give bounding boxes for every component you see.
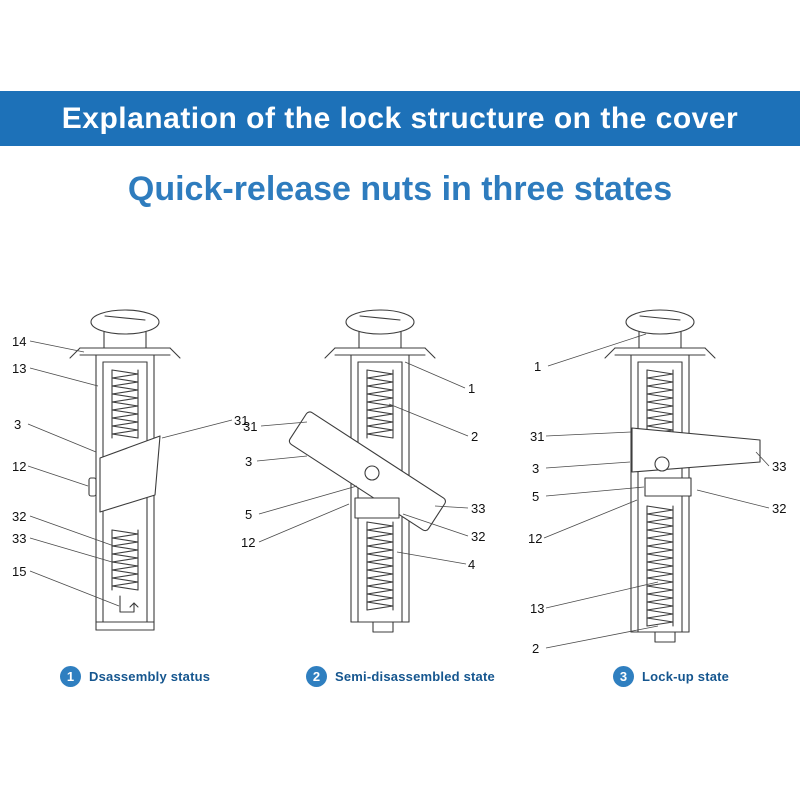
callout-label: 14 — [12, 334, 26, 349]
figure-semi-disassembled-state: 31 3 5 12 1 2 33 32 4 — [241, 309, 485, 633]
threads-lower — [111, 529, 139, 591]
screw-slot — [359, 315, 401, 321]
leader-lines — [543, 333, 770, 649]
callout-label: 13 — [530, 601, 544, 616]
washer-flange — [324, 347, 436, 359]
screw-slot — [104, 315, 146, 321]
nut-block — [644, 477, 692, 497]
caption-number-badge: 3 — [613, 666, 634, 687]
caption-disassembly: 1 Dsassembly status — [60, 666, 210, 687]
nut-block — [354, 497, 400, 519]
washer-flange — [604, 347, 716, 359]
callout-label: 3 — [245, 454, 252, 469]
threads-upper — [111, 369, 139, 439]
callout-label: 2 — [471, 429, 478, 444]
pivot-circle — [654, 456, 670, 472]
callout-label: 31 — [530, 429, 544, 444]
screw-slot — [639, 315, 681, 321]
figure-lockup-state: 1 31 3 5 12 13 2 33 32 — [528, 309, 786, 656]
callout-label: 1 — [468, 381, 475, 396]
callout-label: 31 — [243, 419, 257, 434]
caption-label: Dsassembly status — [89, 669, 211, 684]
threads-upper — [646, 369, 674, 439]
page-title: Explanation of the lock structure on the… — [61, 101, 739, 135]
callout-label: 15 — [12, 564, 26, 579]
callout-label: 31 — [234, 413, 248, 428]
callout-label: 12 — [528, 531, 542, 546]
washer-flange — [69, 347, 181, 359]
callout-label: 2 — [532, 641, 539, 656]
screw-head — [90, 309, 160, 349]
caption-number-badge: 2 — [306, 666, 327, 687]
caption-label: Semi-disassembled state — [335, 669, 495, 684]
screw-head — [345, 309, 415, 349]
callout-label: 33 — [12, 531, 26, 546]
callout-label: 12 — [12, 459, 26, 474]
pivot-circle — [364, 465, 380, 481]
leader-lines — [27, 340, 233, 607]
title-banner: Explanation of the lock structure on the… — [0, 91, 800, 146]
base-foot — [372, 621, 394, 633]
threads-upper — [366, 369, 394, 439]
caption-lockup: 3 Lock-up state — [613, 666, 729, 687]
callout-label: 4 — [468, 557, 475, 572]
base-hook — [119, 595, 139, 613]
callout-label: 32 — [12, 509, 26, 524]
leader-lines — [256, 361, 469, 565]
screw-head — [625, 309, 695, 349]
threads-lower — [646, 505, 674, 627]
subtitle: Quick-release nuts in three states — [127, 170, 673, 208]
figure-disassembly-state: 14 13 3 12 32 33 15 31 — [12, 309, 248, 631]
callout-label: 3 — [14, 417, 21, 432]
caption-semi-disassembled: 2 Semi-disassembled state — [306, 666, 495, 687]
caption-label: Lock-up state — [642, 669, 730, 684]
callout-label: 33 — [471, 501, 485, 516]
callout-label: 3 — [532, 461, 539, 476]
latch-pin — [88, 477, 97, 497]
lever-plate — [99, 435, 161, 513]
caption-number-badge: 1 — [60, 666, 81, 687]
lever-plate — [631, 427, 761, 473]
callout-label: 13 — [12, 361, 26, 376]
threads-lower — [366, 521, 394, 611]
callout-label: 32 — [772, 501, 786, 516]
base-foot — [654, 631, 676, 643]
callout-label: 1 — [534, 359, 541, 374]
callout-label: 33 — [772, 459, 786, 474]
callout-label: 12 — [241, 535, 255, 550]
callout-label: 5 — [532, 489, 539, 504]
callout-label: 5 — [245, 507, 252, 522]
callout-label: 32 — [471, 529, 485, 544]
